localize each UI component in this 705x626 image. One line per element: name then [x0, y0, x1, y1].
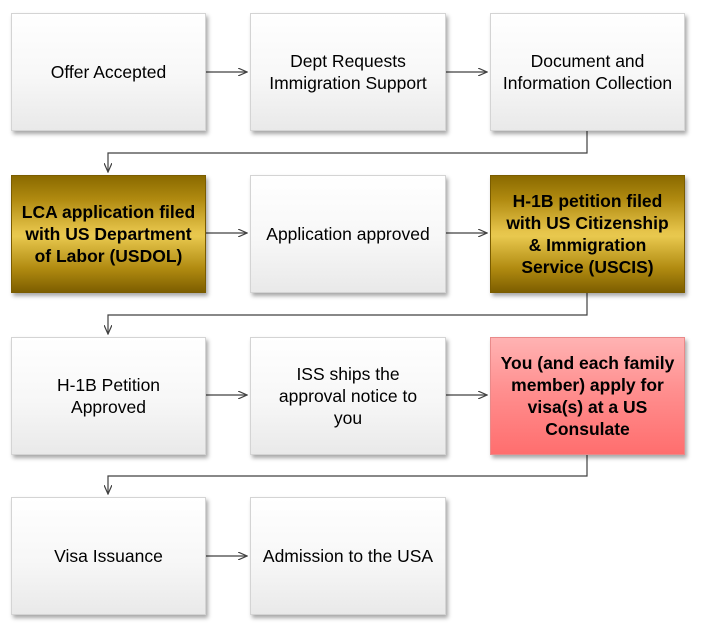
- step-dept-requests: Dept Requests Immigration Support: [250, 13, 446, 131]
- arrow-docs-to-lca: [108, 131, 588, 172]
- step-admission: Admission to the USA: [250, 497, 446, 615]
- arrow-h1b-to-petition-approved: [108, 293, 588, 334]
- step-document-collection: Document and Information Collection: [490, 13, 685, 131]
- step-visa-issuance: Visa Issuance: [11, 497, 206, 615]
- step-label: H-1B Petition Approved: [56, 375, 161, 417]
- step-label: Dept Requests Immigration Support: [269, 51, 427, 93]
- step-label: Offer Accepted: [50, 62, 167, 82]
- step-lca-filed: LCA application filed with US Department…: [11, 175, 206, 293]
- step-apply-visa: You (and each family member) apply for v…: [490, 337, 685, 455]
- step-label: Visa Issuance: [54, 546, 163, 566]
- step-h1b-filed: H-1B petition filed with US Citizenship …: [490, 175, 685, 293]
- step-h1b-approved: H-1B Petition Approved: [11, 337, 206, 455]
- step-label: H-1B petition filed with US Citizenship …: [506, 191, 669, 277]
- step-iss-ships: ISS ships the approval notice to you: [250, 337, 446, 455]
- step-label: Application approved: [266, 224, 430, 244]
- step-offer-accepted: Offer Accepted: [11, 13, 206, 131]
- arrow-visa-apply-to-issuance: [108, 455, 588, 494]
- step-label: ISS ships the approval notice to you: [278, 364, 418, 428]
- step-application-approved: Application approved: [250, 175, 446, 293]
- step-label: LCA application filed with US Department…: [21, 202, 196, 266]
- step-label: Admission to the USA: [262, 546, 434, 566]
- step-label: Document and Information Collection: [502, 51, 673, 93]
- step-label: You (and each family member) apply for v…: [500, 353, 675, 439]
